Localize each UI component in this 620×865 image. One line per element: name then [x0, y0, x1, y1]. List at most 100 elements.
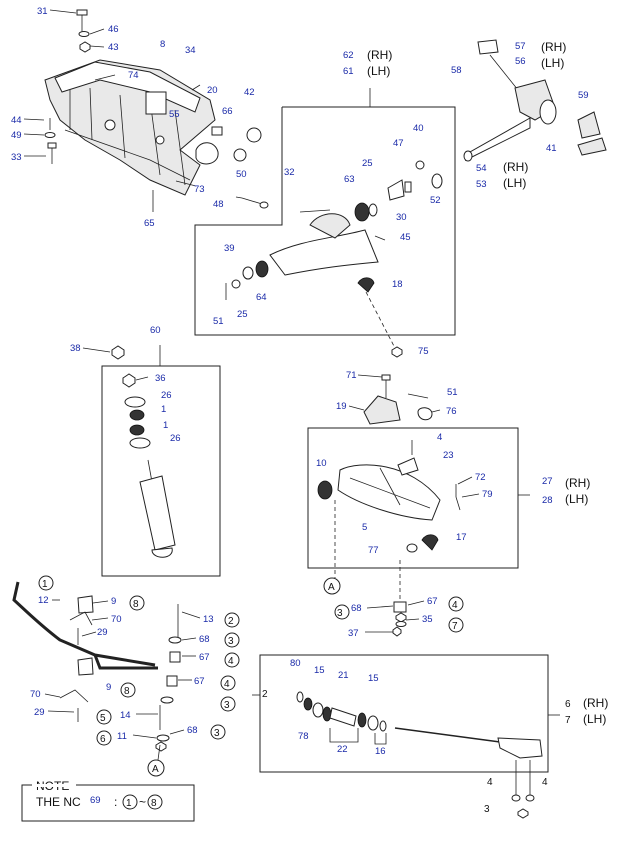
callout-label: (LH): [541, 56, 564, 70]
callout-label: 51: [447, 387, 458, 398]
callout-label: 12: [38, 595, 49, 606]
callout-label: 15: [314, 665, 325, 676]
upper-arm-group: [194, 88, 456, 358]
callout-label: 78: [298, 731, 309, 742]
frame-fasteners: [44, 9, 269, 212]
callout-label: 36: [155, 373, 166, 384]
callout-label: 1: [161, 404, 166, 415]
callout-label: 17: [456, 532, 467, 543]
callout-label: 60: [150, 325, 161, 336]
callout-label: 4: [224, 679, 230, 690]
callout-label: 4: [487, 777, 493, 788]
callout-label: 68: [199, 634, 210, 645]
callout-label: 52: [430, 195, 441, 206]
callout-label: 8: [160, 39, 165, 50]
callout-label: 16: [375, 746, 386, 757]
callout-label: 72: [475, 472, 486, 483]
callout-label: 6: [100, 734, 106, 745]
callout-label: 45: [400, 232, 411, 243]
callout-label: 80: [290, 658, 301, 669]
callout-label: (RH): [367, 48, 392, 62]
callout-label: 44: [11, 115, 22, 126]
side-labels: (RH) (LH) (RH) (LH) (RH) (LH) (RH) (LH) …: [367, 40, 608, 726]
callout-label: 64: [256, 292, 267, 303]
callout-label: 3: [214, 728, 220, 739]
callout-label: 75: [418, 346, 429, 357]
callout-label: 5: [362, 522, 367, 533]
callout-label: 9: [111, 596, 116, 607]
callout-label: (RH): [583, 696, 608, 710]
callout-label: 68: [351, 603, 362, 614]
callout-label: 74: [128, 70, 139, 81]
callout-label: 34: [185, 45, 196, 56]
callout-label: 58: [451, 65, 462, 76]
ref-a-bottom: A: [152, 764, 159, 775]
callout-label: 32: [284, 167, 295, 178]
callout-label: 43: [108, 42, 119, 53]
callout-label: 7: [452, 621, 458, 632]
callout-label: 70: [111, 614, 122, 625]
callout-label: 49: [11, 130, 22, 141]
callout-label: 41: [546, 143, 557, 154]
note-tilde: ~: [139, 795, 146, 809]
note-box: NOTE THE NC : 1 ~ 8: [21, 779, 195, 822]
callout-label: (LH): [583, 712, 606, 726]
callout-label: 14: [120, 710, 131, 721]
callout-label: 63: [344, 174, 355, 185]
note-circled-end: 8: [151, 798, 157, 809]
callout-label: 50: [236, 169, 247, 180]
note-body: THE NC: [36, 795, 81, 809]
callout-label: 9: [106, 682, 111, 693]
callout-label: 8: [124, 686, 130, 697]
callout-label: 1: [42, 579, 48, 590]
callout-label: 30: [396, 212, 407, 223]
callout-label: 73: [194, 184, 205, 195]
lower-arm-group: [307, 374, 530, 637]
callout-label: 5: [100, 713, 106, 724]
callout-label: 67: [427, 596, 438, 607]
callout-label: 2: [228, 616, 234, 627]
callout-label: 23: [443, 450, 454, 461]
note-sep: :: [114, 795, 117, 809]
callout-label: 61: [343, 66, 354, 77]
callout-label: 28: [542, 495, 553, 506]
callout-label: 29: [97, 627, 108, 638]
callout-label: 39: [224, 243, 235, 254]
callout-label: (LH): [367, 64, 390, 78]
callout-label: 7: [565, 715, 571, 726]
callout-label: 3: [337, 608, 343, 619]
callout-label: 1: [163, 420, 168, 431]
callout-label: 67: [199, 652, 210, 663]
callout-label: (RH): [503, 160, 528, 174]
callout-label: 46: [108, 24, 119, 35]
callout-label: 6: [565, 699, 571, 710]
callout-label: 47: [393, 138, 404, 149]
callout-label: 56: [515, 56, 526, 67]
callout-label: 4: [228, 656, 234, 667]
tie-rod-group: [252, 654, 560, 819]
callout-label: (RH): [541, 40, 566, 54]
ref-a-top: A: [328, 582, 335, 593]
callout-label: 59: [578, 90, 589, 101]
callout-label: 19: [336, 401, 347, 412]
callout-label: 57: [515, 41, 526, 52]
callout-label: 26: [170, 433, 181, 444]
callout-label: 4: [452, 600, 458, 611]
callout-label: 79: [482, 489, 493, 500]
callout-label: (LH): [503, 176, 526, 190]
callout-label: 18: [392, 279, 403, 290]
callout-label: 20: [207, 85, 218, 96]
callout-label: 38: [70, 343, 81, 354]
callout-label: 42: [244, 87, 255, 98]
callout-label: 77: [368, 545, 379, 556]
callout-label: 66: [222, 106, 233, 117]
callout-label: 3: [224, 700, 230, 711]
callout-label: 55: [169, 109, 180, 120]
callout-label: 13: [203, 614, 214, 625]
callout-label: 2: [262, 689, 268, 700]
callout-label: 26: [161, 390, 172, 401]
part-callouts: 31 46 43 74 8 34 20 42 66 55 44 49 33 50…: [11, 6, 589, 815]
callout-label: 15: [368, 673, 379, 684]
callout-label: 27: [542, 476, 553, 487]
